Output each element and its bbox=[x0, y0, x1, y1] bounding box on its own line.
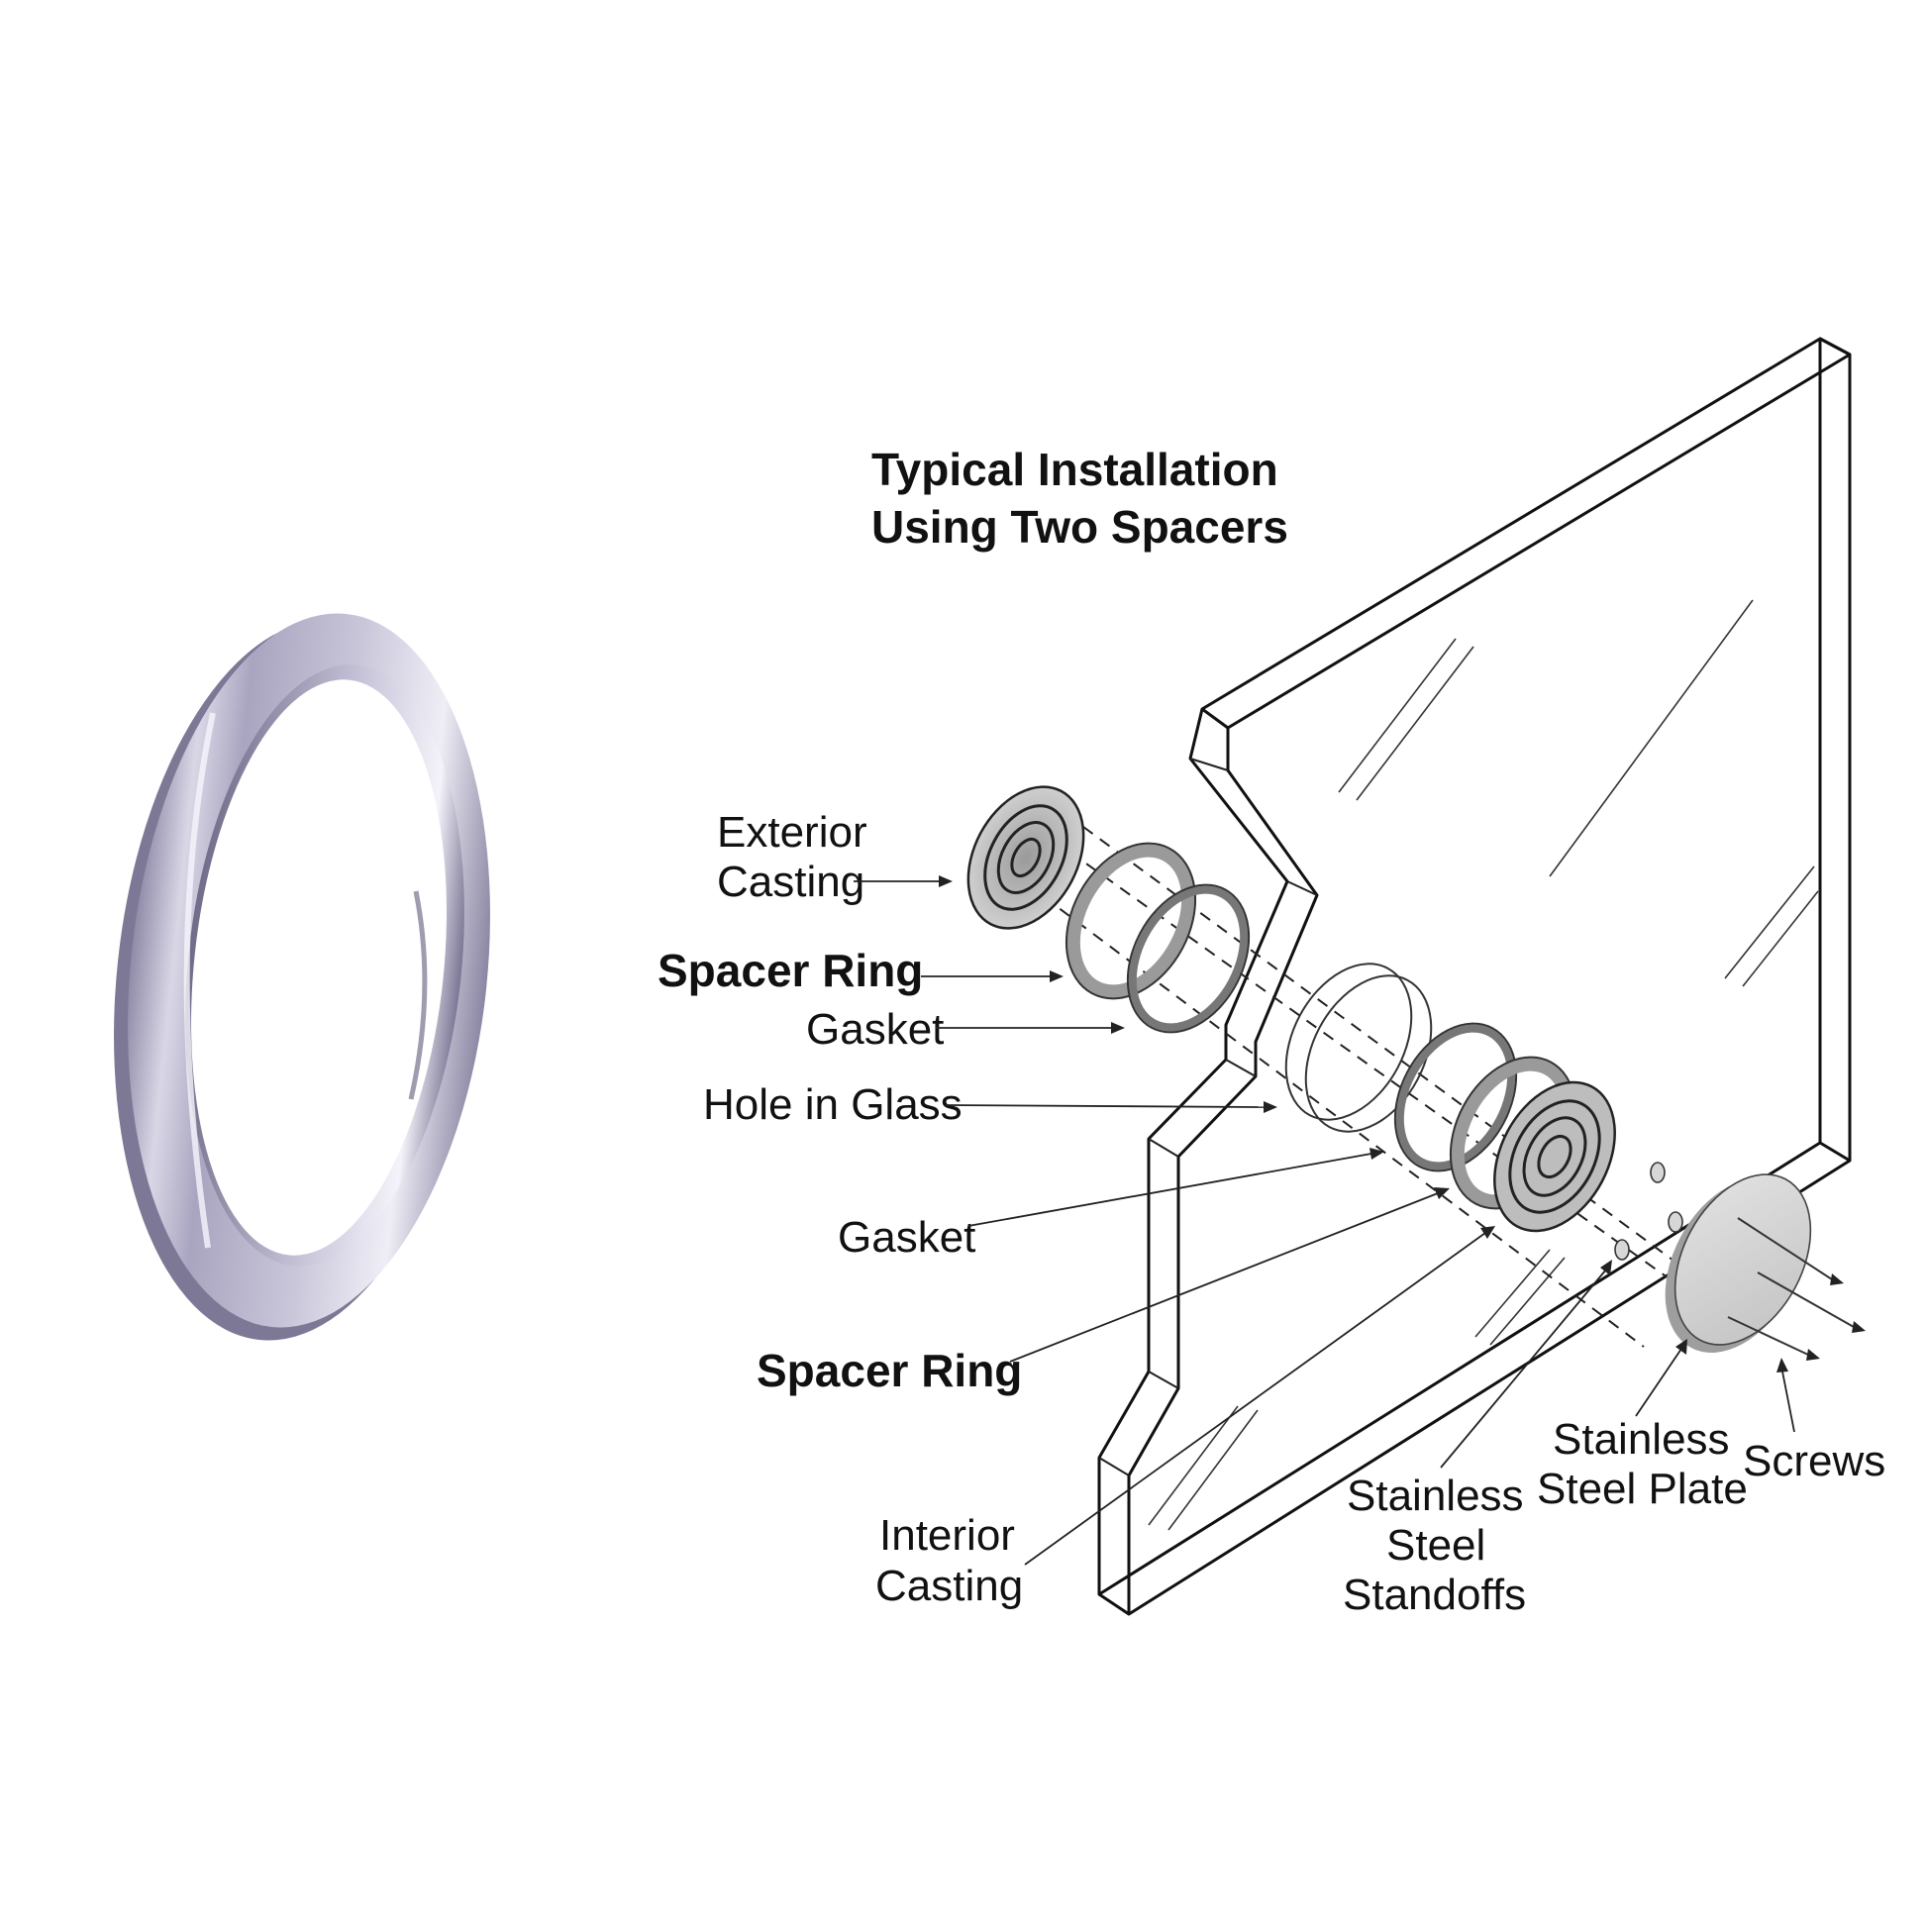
callout-gasket-top: Gasket bbox=[806, 1005, 1125, 1054]
callout-hole-in-glass: Hole in Glass bbox=[703, 1080, 1277, 1129]
steel-plate-part bbox=[1665, 1173, 1812, 1353]
title-line-1: Typical Installation bbox=[871, 444, 1278, 495]
callout-exterior-casting: Exterior Casting bbox=[717, 808, 953, 906]
glass-panel bbox=[1097, 337, 1852, 1616]
exterior-casting-part bbox=[966, 785, 1085, 930]
callout-gasket-bottom: Gasket bbox=[838, 1148, 1384, 1262]
callout-steel-plate: Stainless Steel Plate bbox=[1537, 1339, 1748, 1513]
label-interior-casting-line2: Casting bbox=[875, 1562, 1023, 1610]
label-interior-casting-line1: Interior bbox=[879, 1511, 1015, 1560]
standoffs-part bbox=[1614, 1162, 1683, 1261]
label-hole-in-glass: Hole in Glass bbox=[703, 1080, 963, 1129]
callout-interior-casting: Interior Casting bbox=[875, 1226, 1495, 1610]
gasket-part-top bbox=[1126, 883, 1251, 1034]
callout-standoffs: Stainless Steel Standoffs bbox=[1343, 1260, 1612, 1619]
interior-casting-part bbox=[1493, 1080, 1616, 1233]
label-standoffs-line2: Steel bbox=[1386, 1521, 1485, 1570]
label-gasket-top: Gasket bbox=[806, 1005, 944, 1054]
label-plate-line1: Stainless bbox=[1553, 1415, 1730, 1464]
label-gasket-bottom: Gasket bbox=[838, 1213, 975, 1262]
label-exterior-casting-line2: Casting bbox=[717, 858, 864, 906]
label-screws: Screws bbox=[1743, 1437, 1885, 1485]
callout-spacer-ring-bottom: Spacer Ring bbox=[757, 1187, 1450, 1396]
callout-screws: Screws bbox=[1743, 1358, 1885, 1485]
label-plate-line2: Steel Plate bbox=[1537, 1465, 1748, 1513]
spacer-ring-part-top bbox=[1065, 842, 1197, 1000]
label-exterior-casting-line1: Exterior bbox=[717, 808, 867, 857]
label-standoffs-line3: Standoffs bbox=[1343, 1571, 1526, 1619]
title-line-2: Using Two Spacers bbox=[871, 501, 1288, 553]
label-spacer-ring-bottom: Spacer Ring bbox=[757, 1345, 1022, 1396]
screws-part bbox=[1727, 1217, 1866, 1361]
spacer-ring-photo bbox=[114, 613, 490, 1341]
diagram-title: Typical Installation Using Two Spacers bbox=[871, 444, 1288, 553]
hole-in-glass-part bbox=[1284, 963, 1433, 1133]
label-spacer-ring-top: Spacer Ring bbox=[658, 945, 923, 996]
callout-spacer-ring-top: Spacer Ring bbox=[658, 945, 1064, 996]
assembly-axis bbox=[1009, 801, 1724, 1348]
label-standoffs-line1: Stainless bbox=[1347, 1472, 1524, 1520]
gasket-part-bottom bbox=[1393, 1022, 1518, 1172]
